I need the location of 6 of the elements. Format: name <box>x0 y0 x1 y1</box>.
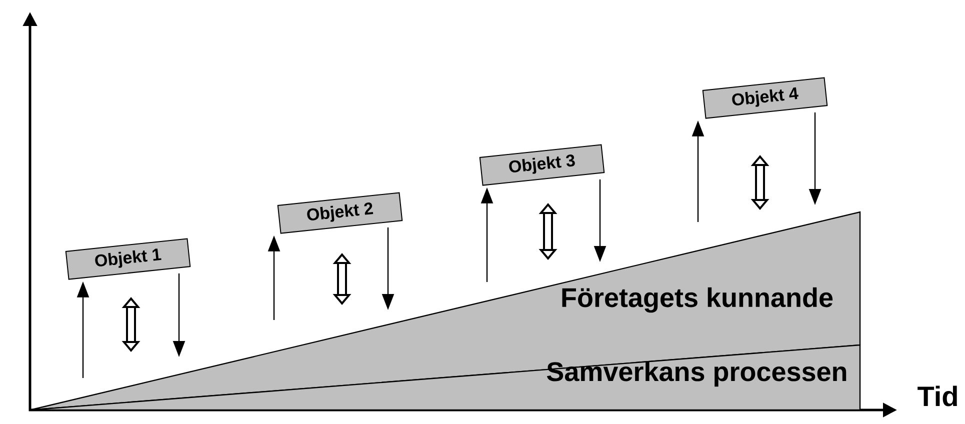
object-box: Objekt 3 <box>479 144 605 186</box>
object-box: Objekt 1 <box>65 238 191 280</box>
axis-label: Tid <box>918 386 957 406</box>
object-box: Objekt 4 <box>702 77 828 119</box>
node-label: Samverkans processen <box>546 361 846 387</box>
object-box: Objekt 2 <box>277 192 403 234</box>
